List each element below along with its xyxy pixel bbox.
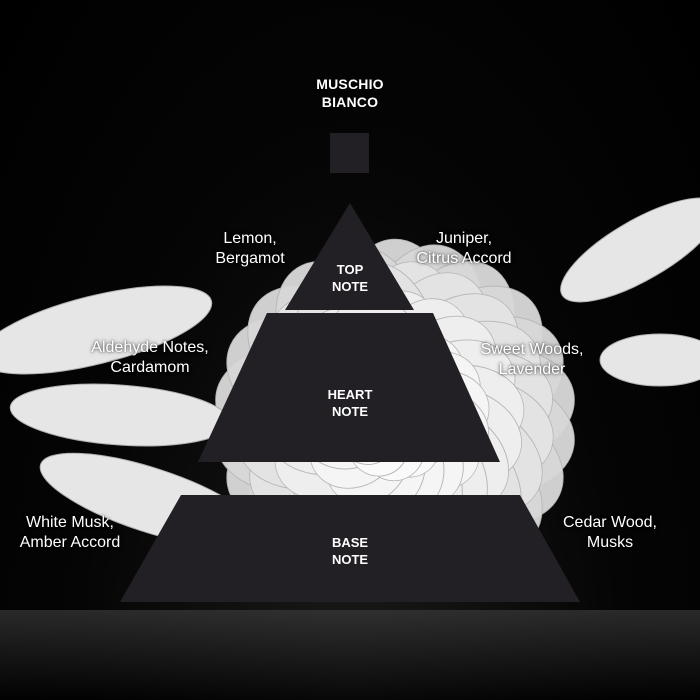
tier-label-line: HEART — [327, 387, 373, 402]
product-title: MUSCHIO BIANCO — [250, 75, 450, 111]
product-title-line: BIANCO — [321, 94, 379, 110]
pyramid-heart-tier — [198, 313, 500, 462]
tier-label-line: TOP — [336, 262, 364, 277]
note-line: Citrus Accord — [416, 250, 512, 267]
pyramid-top-tier — [285, 203, 414, 310]
flower-petal — [560, 197, 700, 303]
base-note-label: BASE NOTE — [290, 534, 410, 568]
tier-label-line: BASE — [331, 535, 369, 550]
heart-left-notes: Aldehyde Notes, Cardamom — [70, 338, 230, 378]
tier-label-line: NOTE — [331, 279, 369, 294]
note-line: Lemon, — [223, 230, 277, 247]
top-note-label: TOP NOTE — [300, 261, 400, 295]
heart-note-label: HEART NOTE — [290, 386, 410, 420]
note-line: Musks — [586, 534, 634, 551]
note-line: Juniper, — [435, 230, 493, 247]
top-left-notes: Lemon, Bergamot — [190, 229, 310, 269]
note-line: Cedar Wood, — [563, 514, 657, 531]
tier-label-line: NOTE — [331, 404, 369, 419]
tier-label-line: NOTE — [331, 552, 369, 567]
top-right-notes: Juniper, Citrus Accord — [398, 229, 530, 269]
base-left-notes: White Musk, Amber Accord — [5, 513, 135, 553]
note-line: White Musk, — [25, 514, 114, 531]
product-title-line: MUSCHIO — [316, 76, 384, 92]
pyramid-base-tier — [120, 495, 580, 602]
note-line: Cardamom — [110, 359, 190, 376]
note-line: Lavender — [498, 361, 566, 378]
flower-petal — [0, 285, 213, 375]
note-line: Amber Accord — [19, 534, 121, 551]
base-right-notes: Cedar Wood, Musks — [545, 513, 675, 553]
flower-petal — [599, 333, 700, 387]
heart-right-notes: Sweet Woods, Lavender — [462, 340, 602, 380]
note-line: Sweet Woods, — [480, 341, 584, 358]
pyramid-cap — [330, 133, 369, 173]
note-line: Aldehyde Notes, — [91, 339, 209, 356]
note-line: Bergamot — [215, 250, 285, 267]
